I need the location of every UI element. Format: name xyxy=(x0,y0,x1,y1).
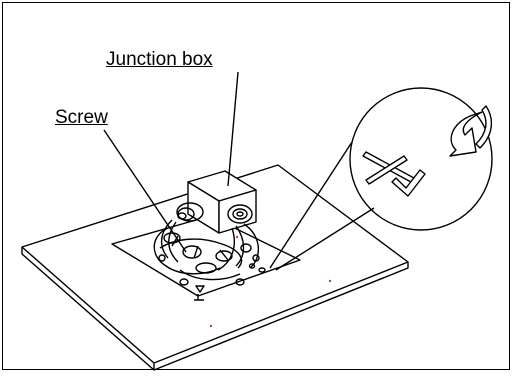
check-mark-icon xyxy=(391,169,426,197)
base-plate xyxy=(111,215,301,297)
leader-lines xyxy=(103,71,239,253)
accent-dots xyxy=(209,235,332,328)
junction-box-label: Junction box xyxy=(106,49,213,70)
rotate-arrow-icon xyxy=(449,105,493,157)
cable-gland-left xyxy=(176,202,204,222)
detail-magnifier xyxy=(269,87,493,271)
screw-holes xyxy=(179,263,266,286)
junction-box xyxy=(187,170,257,234)
grounding-symbol xyxy=(194,285,205,301)
screw-label: Screw xyxy=(55,107,108,128)
cable-gland-right xyxy=(227,204,253,224)
